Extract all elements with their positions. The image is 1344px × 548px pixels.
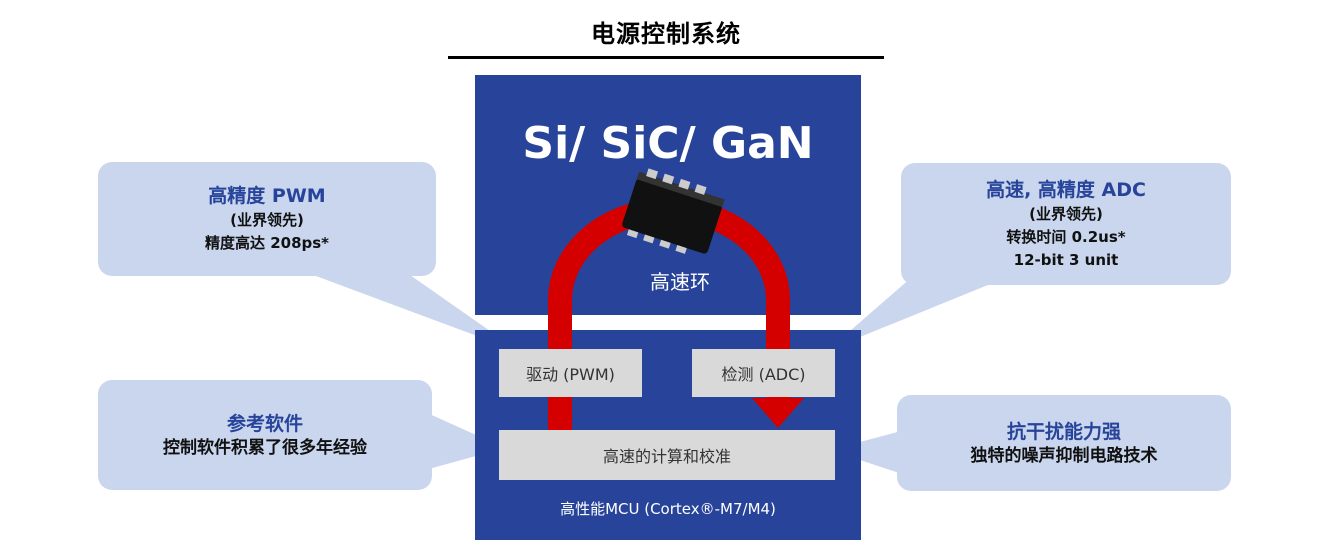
title-underline xyxy=(448,56,884,59)
callout-adc: 高速, 高精度 ADC (业界领先) 转换时间 0.2us* 12-bit 3 … xyxy=(901,163,1231,285)
detect-adc-box: 检测 (ADC) xyxy=(692,349,835,397)
callout-adc-line: (业界领先) xyxy=(1029,204,1103,223)
callout-pwm: 高精度 PWM (业界领先) 精度高达 208ps* xyxy=(98,162,436,276)
drive-pwm-box: 驱动 (PWM) xyxy=(499,349,642,397)
pwm-callout-pointer xyxy=(300,268,520,352)
callout-pwm-line: 精度高达 208ps* xyxy=(204,234,330,252)
callout-software-line: 控制软件积累了很多年经验 xyxy=(163,437,367,458)
callout-software: 参考软件 控制软件积累了很多年经验 xyxy=(98,380,432,490)
callout-pwm-line: (业界领先) xyxy=(230,211,304,229)
callout-pwm-heading: 高精度 PWM xyxy=(208,185,326,207)
compute-calibration-box: 高速的计算和校准 xyxy=(499,430,835,480)
callout-adc-heading: 高速, 高精度 ADC xyxy=(986,178,1146,201)
callout-adc-line: 转换时间 0.2us* xyxy=(1006,227,1126,246)
noise-callout-pointer xyxy=(830,430,905,475)
mcu-label: 高性能MCU (Cortex®-M7/M4) xyxy=(560,500,776,518)
diagram-title: 电源控制系统 xyxy=(591,20,741,48)
callout-noise-line: 独特的噪声抑制电路技术 xyxy=(970,445,1158,466)
semiconductor-material-label: Si/ SiC/ GaN xyxy=(522,118,814,169)
software-callout-pointer xyxy=(425,412,505,470)
loop-arrow-head xyxy=(752,398,804,428)
chip-icon xyxy=(622,168,725,254)
callout-adc-line: 12-bit 3 unit xyxy=(1013,250,1119,269)
callout-noise: 抗干扰能力强 独特的噪声抑制电路技术 xyxy=(897,395,1231,491)
callout-software-heading: 参考软件 xyxy=(226,412,303,435)
callout-noise-heading: 抗干扰能力强 xyxy=(1006,420,1121,443)
adc-callout-pointer xyxy=(828,270,1010,350)
loop-label: 高速环 xyxy=(650,270,710,294)
